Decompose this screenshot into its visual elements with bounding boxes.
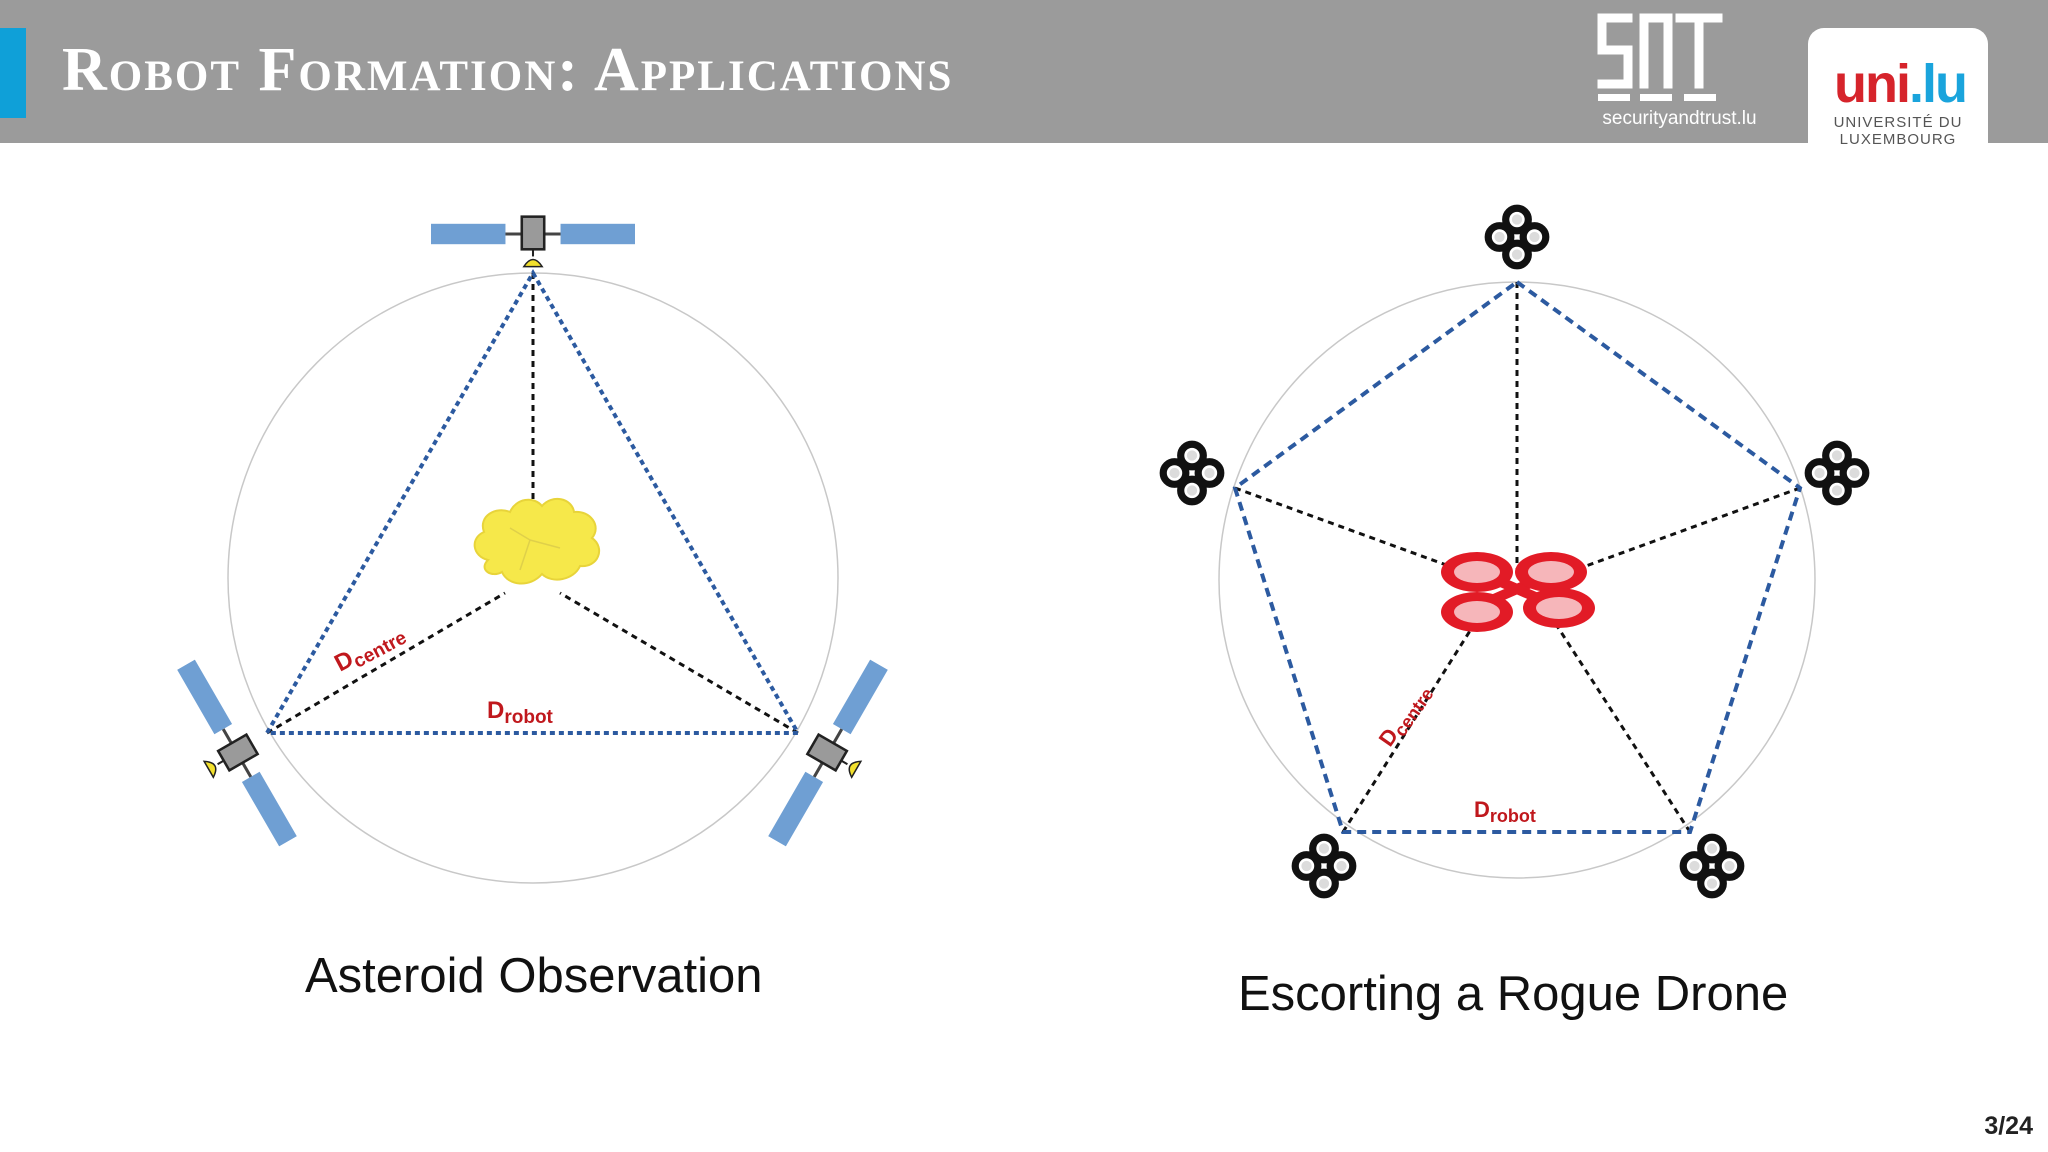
formation-diagrams: Dcentre Drobot (156, 143, 2048, 1152)
drone-icon (1808, 444, 1866, 502)
centre-distance-lines (1234, 282, 1801, 833)
uni-name-line2: LUXEMBOURG (1839, 131, 1957, 148)
formation-pentagon (1232, 279, 1803, 834)
svg-text:uni.lu: uni.lu (1834, 56, 1966, 112)
satellite-icon (431, 215, 635, 269)
slide-title: Robot Formation: Applications (62, 36, 954, 104)
satellite-icon (760, 654, 909, 860)
uni-name-line1: UNIVERSITÉ DU (1833, 114, 1963, 131)
snt-logo-icon (1597, 13, 1723, 101)
uni-lu-logo: uni.lu UNIVERSITÉ DU LUXEMBOURG (1808, 28, 1988, 152)
escorting-rogue-drone-caption: Escorting a Rogue Drone (1238, 967, 1789, 1021)
d-centre-label: Dcentre (1374, 679, 1438, 753)
drone-icon (1488, 208, 1546, 266)
drone-icon (1683, 837, 1741, 895)
header-bar: Robot Formation: Applications securityan… (0, 0, 2048, 143)
uni-lu-logo-icon: uni.lu (1834, 56, 1968, 112)
asteroid-icon (473, 497, 601, 585)
uni-name: UNIVERSITÉ DU LUXEMBOURG (1808, 114, 1988, 148)
title-accent-bar (0, 28, 26, 118)
satellite-icon (156, 654, 305, 860)
drone-icon (1163, 444, 1221, 502)
asteroid-observation-diagram: Dcentre Drobot (156, 215, 909, 884)
d-robot-label: Drobot (1474, 797, 1536, 826)
formation-triangle (263, 268, 802, 735)
rogue-drone-escort-diagram: Dcentre Drobot (1163, 208, 1866, 895)
page-number: 3/24 (1984, 1112, 2033, 1140)
d-robot-label: Drobot (487, 697, 554, 728)
rogue-drone-icon (1441, 552, 1595, 632)
drone-icon (1295, 837, 1353, 895)
d-centre-label: Dcentre (330, 619, 410, 681)
asteroid-observation-caption: Asteroid Observation (305, 949, 763, 1003)
snt-url-text: securityandtrust.lu (1602, 108, 1757, 129)
